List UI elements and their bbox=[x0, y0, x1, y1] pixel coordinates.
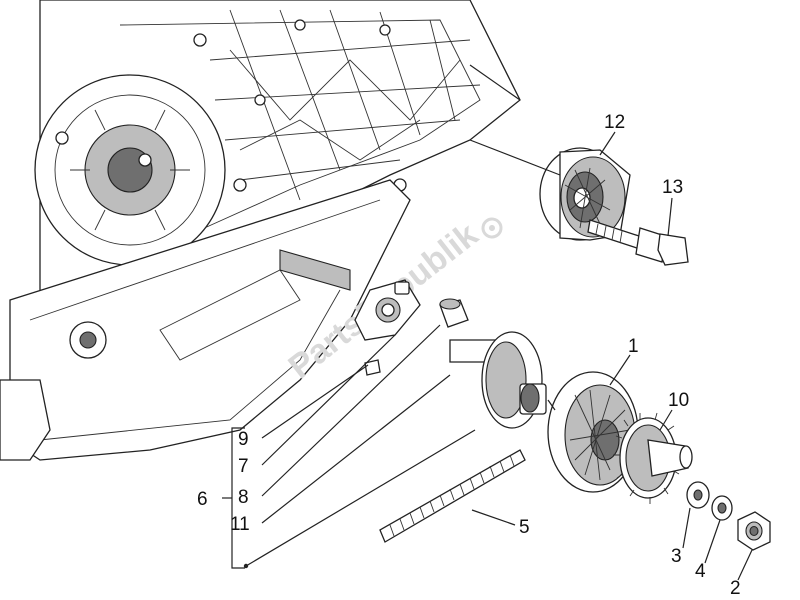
callout-4: 4 bbox=[695, 561, 706, 582]
part-13-bolt bbox=[587, 219, 689, 266]
callout-labels: 1 2 3 4 5 6 7 8 9 10 11 12 13 bbox=[197, 112, 741, 599]
part-pulley-shaft bbox=[449, 331, 547, 429]
callout-13: 13 bbox=[662, 177, 683, 198]
part-12-idler-pulley bbox=[539, 147, 631, 241]
part-9-slider bbox=[364, 359, 381, 376]
callout-7: 7 bbox=[238, 456, 249, 477]
callout-6: 6 bbox=[197, 489, 208, 510]
callout-9: 9 bbox=[238, 429, 249, 450]
part-4-washer bbox=[711, 495, 733, 521]
crankcase-housing bbox=[0, 0, 521, 461]
callout-5: 5 bbox=[519, 517, 530, 538]
callout-1: 1 bbox=[628, 336, 639, 357]
part-8-spacer bbox=[439, 298, 469, 328]
callout-12: 12 bbox=[604, 112, 625, 133]
callout-8: 8 bbox=[238, 487, 249, 508]
part-5-belt bbox=[379, 449, 526, 543]
callout-2: 2 bbox=[730, 578, 741, 599]
part-3-washer bbox=[686, 481, 710, 509]
part-2-nut bbox=[737, 511, 771, 551]
callout-10: 10 bbox=[668, 390, 689, 411]
callout-11: 11 bbox=[230, 514, 250, 535]
part-10-gear bbox=[613, 412, 693, 504]
callout-3: 3 bbox=[671, 546, 682, 567]
leader-lines bbox=[222, 64, 753, 581]
gear-logo-icon bbox=[481, 217, 503, 239]
